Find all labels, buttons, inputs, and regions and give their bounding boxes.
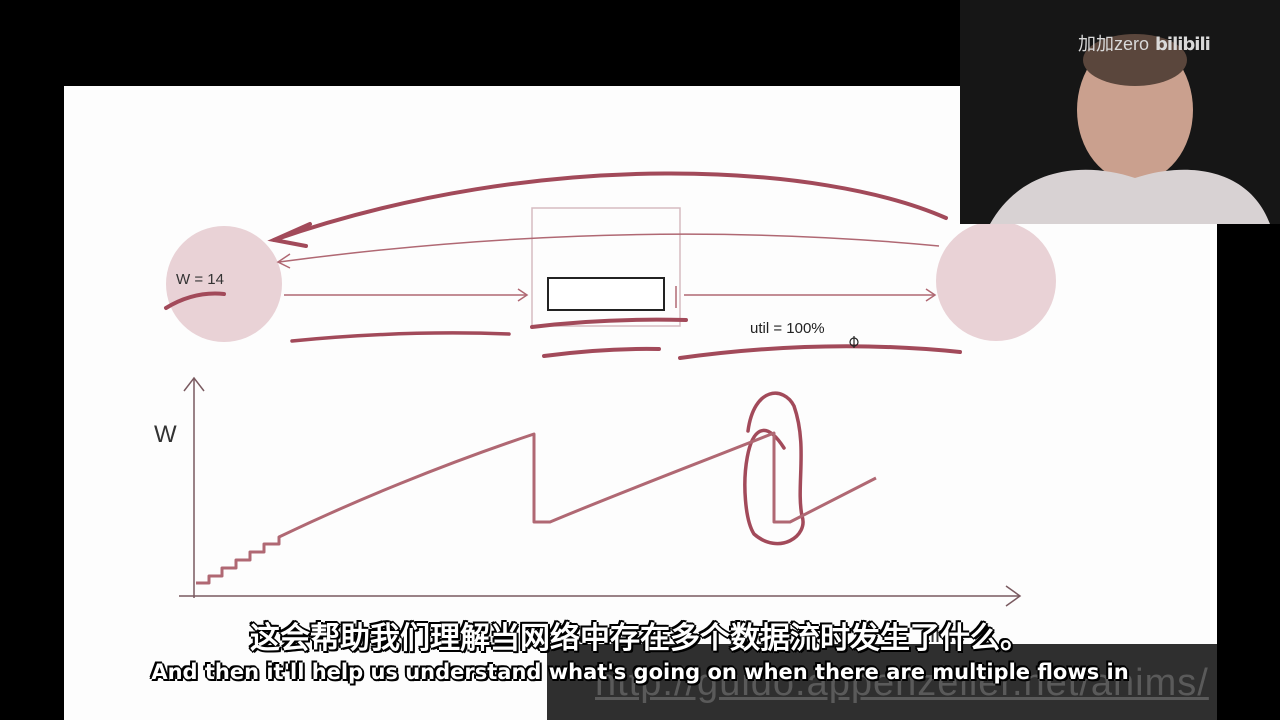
watermark-brand: bilibili <box>1155 34 1211 55</box>
queue-buffer <box>547 277 665 311</box>
window-sawtooth-line <box>196 431 877 585</box>
sender-window-label: W = 14 <box>176 271 224 288</box>
x-axis-label: time <box>924 622 966 647</box>
subtitle-english: And then it'll help us understand what's… <box>151 660 1129 684</box>
arrowhead-2 <box>925 288 937 302</box>
watermark-author: 加加zero <box>1078 34 1150 54</box>
y-axis-arrow <box>183 376 205 392</box>
tcp-window-diagram: W = 14 util = 100% W time <box>154 171 1056 647</box>
url-banner <box>547 644 1217 720</box>
ink-loop-highlight <box>743 391 805 546</box>
utilization-label: util = 100% <box>750 320 825 337</box>
subtitle-chinese: 这会帮助我们理解当网络中存在多个数据流时发生了什么。 <box>250 621 1030 656</box>
y-axis-label: W <box>154 421 177 448</box>
arrowhead-1 <box>517 288 529 302</box>
ink-underline-3 <box>542 346 661 358</box>
url-link[interactable]: http://guido.appenzeller.net/anims/ <box>595 662 1209 704</box>
ink-arrowhead <box>267 222 312 248</box>
ink-underline-2 <box>530 317 688 329</box>
ink-big-arc <box>272 171 948 242</box>
ink-underline-4 <box>678 344 962 360</box>
receiver-node <box>936 221 1056 341</box>
ink-underline-1 <box>290 331 511 343</box>
presenter-video <box>960 0 1280 224</box>
sender-node <box>166 226 282 342</box>
x-axis-arrow <box>1005 585 1022 607</box>
ack-arrowhead <box>276 253 291 269</box>
ack-return-path <box>278 233 940 263</box>
ink-mark-w <box>164 291 226 310</box>
